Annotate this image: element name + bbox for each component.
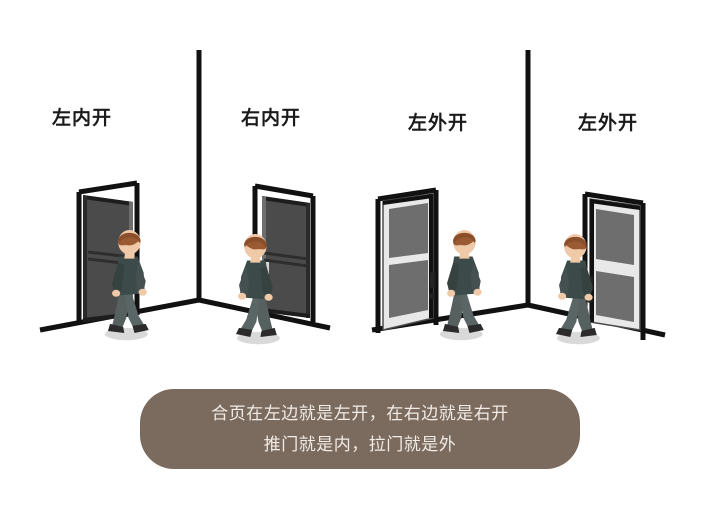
door-scene-left-outward	[375, 187, 484, 341]
panel-label-right-inward: 右内开	[241, 108, 302, 129]
caption-line-1: 合页在左边就是左开，在右边就是右开	[211, 404, 509, 423]
panel-label-left-outward: 左外开	[408, 113, 469, 134]
door-slab-3	[382, 193, 435, 331]
figure-3	[439, 230, 484, 341]
door-slab-4	[587, 198, 641, 331]
panel-label-right-outward: 左外开	[578, 113, 639, 134]
caption-banner: 合页在左边就是左开，在右边就是右开 推门就是内，拉门就是外	[140, 389, 580, 469]
door-scene-right-outward	[556, 191, 646, 344]
door-scene-left-inward	[76, 180, 149, 341]
caption-line-2: 推门就是内，拉门就是外	[263, 435, 457, 454]
panel-label-left-inward: 左内开	[52, 108, 113, 129]
door-scene-right-inward	[236, 183, 316, 344]
